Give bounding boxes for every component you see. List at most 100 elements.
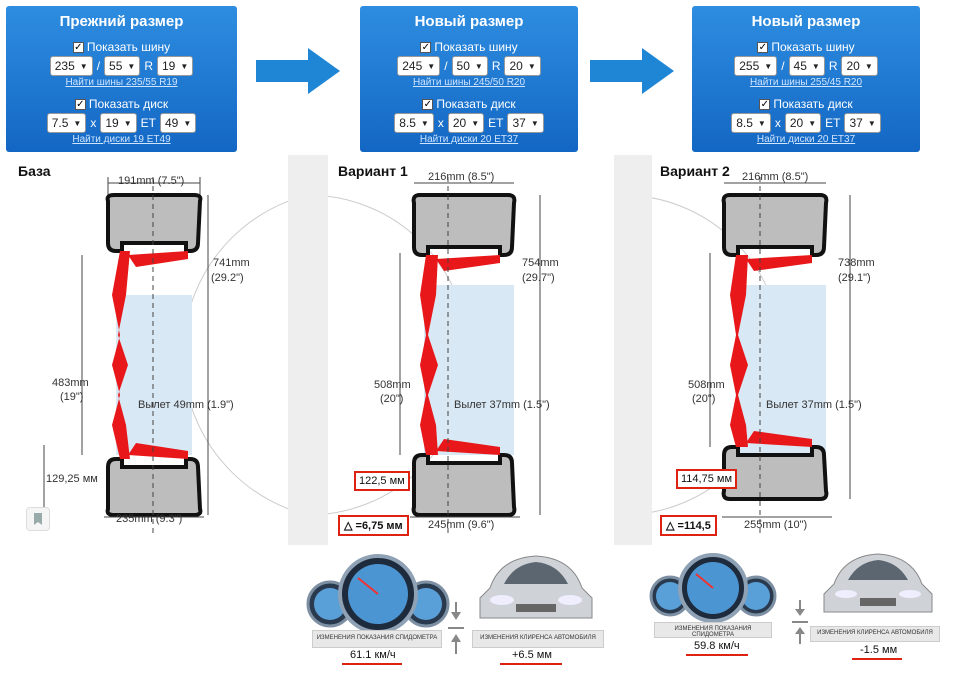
value-underline: [500, 663, 562, 665]
tire-rim-select[interactable]: 20▼: [841, 56, 878, 76]
tire-width-label: 235mm (9.3"): [116, 513, 183, 525]
clearance-caption: ИЗМЕНЕНИЯ КЛИРЕНСА АВТОМОБИЛЯ: [810, 626, 940, 642]
rim-diameter-inch-label: (20"): [692, 393, 716, 405]
tire-r: R: [828, 59, 838, 73]
clearance-caption: ИЗМЕНЕНИЯ КЛИРЕНСА АВТОМОБИЛЯ: [472, 630, 604, 648]
find-tires-link[interactable]: Найти шины 235/55 R19: [65, 77, 178, 88]
tire-rim-select[interactable]: 19▼: [156, 56, 194, 76]
show-wheel-label: Показать диск: [436, 97, 516, 111]
wheel-et: ET: [825, 116, 841, 130]
wheel-et-select[interactable]: 37▼: [844, 113, 881, 133]
diagram-separator: [614, 155, 652, 545]
bookmark-icon[interactable]: [26, 507, 50, 531]
show-tire-label: Показать шину: [434, 40, 518, 54]
tire-diameter-label: 754mm: [522, 257, 559, 269]
value-underline: [342, 663, 402, 665]
show-wheel-checkbox[interactable]: ✓: [759, 98, 771, 110]
clearance-value: +6.5 мм: [512, 649, 552, 661]
diagram-separator: [288, 155, 328, 545]
tire-diameter-label: 741mm: [213, 257, 250, 269]
speedometer-caption: ИЗМЕНЕНИЯ ПОКАЗАНИЯ СПИДОМЕТРА: [654, 622, 772, 638]
wheel-et-select[interactable]: 49▼: [159, 113, 197, 133]
wheel-cross-section: [43, 177, 288, 535]
show-wheel-checkbox[interactable]: ✓: [74, 98, 86, 110]
show-tire-label: Показать шину: [86, 40, 171, 54]
tire-sep: /: [781, 59, 785, 73]
car-front-icon: [479, 555, 593, 619]
panel-title: Новый размер: [414, 13, 524, 30]
panel-new-size-2: Новый размер ✓Показать шину 255▼ / 45▼ R…: [692, 6, 920, 152]
wheel-et: ET: [140, 116, 156, 130]
diagram-title: Вариант 2: [660, 163, 730, 179]
find-tires-link[interactable]: Найти шины 245/50 R20: [412, 77, 526, 88]
tire-diameter-inch-label: (29.7"): [522, 272, 555, 284]
arrow-right-icon: [590, 48, 674, 94]
tire-profile-select[interactable]: 45▼: [788, 56, 825, 76]
diagram-title: Вариант 1: [338, 163, 408, 179]
rim-width-label: 216mm (8.5"): [742, 171, 809, 183]
offset-label: Вылет 49mm (1.9"): [138, 399, 234, 411]
panel-old-size: Прежний размер ✓Показать шину 235▼ / 55▼…: [6, 6, 237, 152]
wheel-x: x: [774, 116, 781, 130]
speedometer-caption: ИЗМЕНЕНИЯ ПОКАЗАНИЯ СПИДОМЕТРА: [312, 630, 442, 648]
find-wheels-link[interactable]: Найти диски 19 ET49: [72, 134, 171, 145]
wheel-et: ET: [488, 116, 504, 130]
find-wheels-link[interactable]: Найти диски 20 ET37: [419, 134, 519, 145]
offset-label: Вылет 37mm (1.5"): [454, 399, 550, 411]
tire-width-label: 255mm (10"): [744, 519, 808, 531]
find-tires-link[interactable]: Найти шины 255/45 R20: [749, 77, 863, 88]
show-wheel-checkbox[interactable]: ✓: [422, 98, 434, 110]
panel-title: Прежний размер: [59, 13, 184, 30]
tire-profile-select[interactable]: 55▼: [104, 56, 141, 76]
wheel-diameter-select[interactable]: 19▼: [100, 113, 137, 133]
tire-r: R: [144, 59, 153, 73]
wheel-width-select[interactable]: 8.5▼: [731, 113, 771, 133]
diagram-title: База: [18, 163, 51, 179]
tire-sep: /: [96, 59, 101, 73]
panel-title: Новый размер: [751, 13, 861, 30]
result-block-2: ИЗМЕНЕНИЯ ПОКАЗАНИЯ СПИДОМЕТРА 59.8 км/ч…: [648, 548, 944, 668]
tire-width-select[interactable]: 245▼: [397, 56, 441, 76]
delta-label: △ =114,5: [660, 515, 717, 536]
car-front-icon: [823, 553, 933, 613]
rim-diameter-inch-label: (20"): [380, 393, 404, 405]
wheel-diameter-select[interactable]: 20▼: [447, 113, 485, 133]
rim-diameter-label: 483mm: [52, 377, 89, 389]
wheel-x: x: [437, 116, 444, 130]
tire-r: R: [491, 59, 501, 73]
delta-label: △ =6,75 мм: [338, 515, 409, 536]
tire-width-select[interactable]: 255▼: [734, 56, 778, 76]
wheel-width-select[interactable]: 7.5▼: [46, 113, 87, 133]
wheel-cross-section: [652, 177, 851, 535]
tire-rim-select[interactable]: 20▼: [504, 56, 541, 76]
wheel-diameter-select[interactable]: 20▼: [784, 113, 822, 133]
tire-profile-select[interactable]: 50▼: [451, 56, 488, 76]
speedometer-icon: [306, 554, 450, 634]
speedometer-icon: [649, 553, 777, 623]
find-wheels-link[interactable]: Найти диски 20 ET37: [756, 134, 856, 145]
arrow-right-icon: [256, 48, 340, 94]
speedometer-value: 59.8 км/ч: [694, 640, 740, 652]
wheel-et-select[interactable]: 37▼: [507, 113, 544, 133]
sidewall-label: 129,25 мм: [46, 473, 98, 485]
rim-width-label: 216mm (8.5"): [428, 171, 495, 183]
up-down-arrows-icon: [792, 600, 808, 644]
rim-diameter-label: 508mm: [688, 379, 725, 391]
show-wheel-label: Показать диск: [773, 97, 853, 111]
offset-label: Вылет 37mm (1.5"): [766, 399, 862, 411]
wheel-width-select[interactable]: 8.5▼: [394, 113, 434, 133]
wheel-cross-section: [328, 177, 541, 535]
up-down-arrows-icon: [448, 602, 464, 654]
sidewall-label: 114,75 мм: [676, 469, 738, 489]
diagram-variant-1: Вариант 1 216mm (8.5") 754mm (29.7") 508…: [328, 155, 614, 545]
tire-sep: /: [444, 59, 448, 73]
diagram-base: База 191mm (7.5") 741mm (29.2") 483mm (1…: [8, 155, 288, 545]
speedometer-value: 61.1 км/ч: [350, 649, 396, 661]
tire-width-select[interactable]: 235▼: [49, 56, 93, 76]
value-underline: [686, 654, 748, 656]
tire-width-label: 245mm (9.6"): [428, 519, 495, 531]
diagram-variant-2: Вариант 2 216mm (8.5") 738mm (29.1") 508…: [652, 155, 944, 545]
show-tire-checkbox[interactable]: ✓: [420, 41, 432, 53]
show-tire-checkbox[interactable]: ✓: [757, 41, 769, 53]
show-tire-checkbox[interactable]: ✓: [72, 41, 84, 53]
